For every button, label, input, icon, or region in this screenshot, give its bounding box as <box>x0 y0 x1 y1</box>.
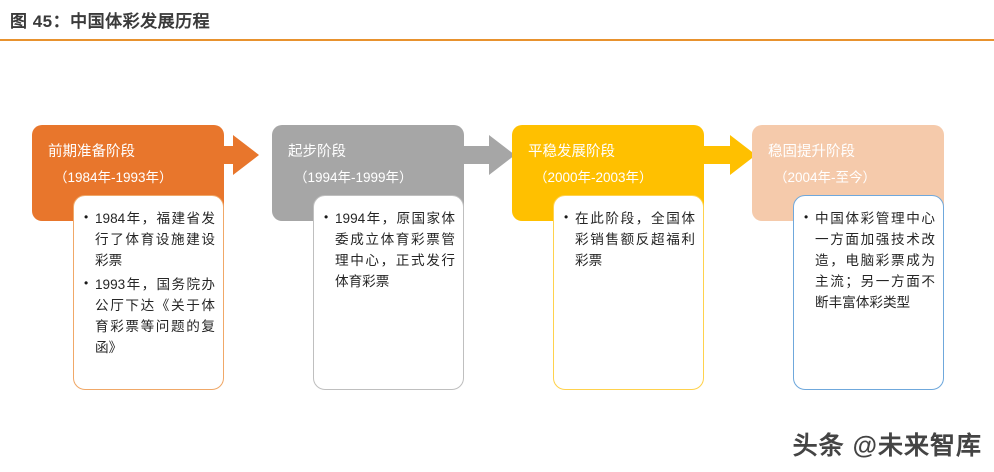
stage-card-3: 在此阶段，全国体彩销售额反超福利彩票 <box>553 195 704 390</box>
stage-title-4: 稳固提升阶段 <box>768 144 855 160</box>
list-item: 1984年，福建省发行了体育设施建设彩票 <box>84 207 215 271</box>
title-divider <box>0 39 994 41</box>
watermark-text: 头条 @未来智库 <box>792 432 982 460</box>
stage-card-4: 中国体彩管理中心一方面加强技术改造，电脑彩票成为主流；另一方面不断丰富体彩类型 <box>793 195 944 390</box>
stage-block-3: 平稳发展阶段 （2000年-2003年） 在此阶段，全国体彩销售额反超福利彩票 <box>512 125 704 390</box>
stage-block-4: 稳固提升阶段 （2004年-至今） 中国体彩管理中心一方面加强技术改造，电脑彩票… <box>752 125 944 390</box>
stage-bullet-list-1: 1984年，福建省发行了体育设施建设彩票 1993年，国务院办公厅下达《关于体育… <box>84 207 215 358</box>
stage-title-3: 平稳发展阶段 <box>528 144 615 160</box>
stage-period-1: （1984年-1993年） <box>54 170 173 185</box>
stage-bullet-list-3: 在此阶段，全国体彩销售额反超福利彩票 <box>564 207 695 271</box>
arrow-stage2-to-stage3 <box>459 133 515 177</box>
stage-bullet-list-4: 中国体彩管理中心一方面加强技术改造，电脑彩票成为主流；另一方面不断丰富体彩类型 <box>804 207 935 313</box>
stage-title-2: 起步阶段 <box>288 144 346 160</box>
stage-card-2: 1994年，原国家体委成立体育彩票管理中心，正式发行体育彩票 <box>313 195 464 390</box>
stage-block-2: 起步阶段 （1994年-1999年） 1994年，原国家体委成立体育彩票管理中心… <box>272 125 464 390</box>
arrow-stage1-to-stage2 <box>203 133 259 177</box>
list-item: 1994年，原国家体委成立体育彩票管理中心，正式发行体育彩票 <box>324 207 455 292</box>
stage-block-1: 前期准备阶段 （1984年-1993年） 1984年，福建省发行了体育设施建设彩… <box>32 125 224 390</box>
arrow-stage3-to-stage4 <box>700 133 756 177</box>
list-item: 在此阶段，全国体彩销售额反超福利彩票 <box>564 207 695 271</box>
stage-bullet-list-2: 1994年，原国家体委成立体育彩票管理中心，正式发行体育彩票 <box>324 207 455 292</box>
list-item: 1993年，国务院办公厅下达《关于体育彩票等问题的复函》 <box>84 273 215 358</box>
stage-period-2: （1994年-1999年） <box>294 170 413 185</box>
stage-title-1: 前期准备阶段 <box>48 144 135 160</box>
page-title: 图 45：中国体彩发展历程 <box>10 12 211 31</box>
stage-period-3: （2000年-2003年） <box>534 170 653 185</box>
stage-period-4: （2004年-至今） <box>774 170 877 185</box>
list-item: 中国体彩管理中心一方面加强技术改造，电脑彩票成为主流；另一方面不断丰富体彩类型 <box>804 207 935 313</box>
stage-card-1: 1984年，福建省发行了体育设施建设彩票 1993年，国务院办公厅下达《关于体育… <box>73 195 224 390</box>
